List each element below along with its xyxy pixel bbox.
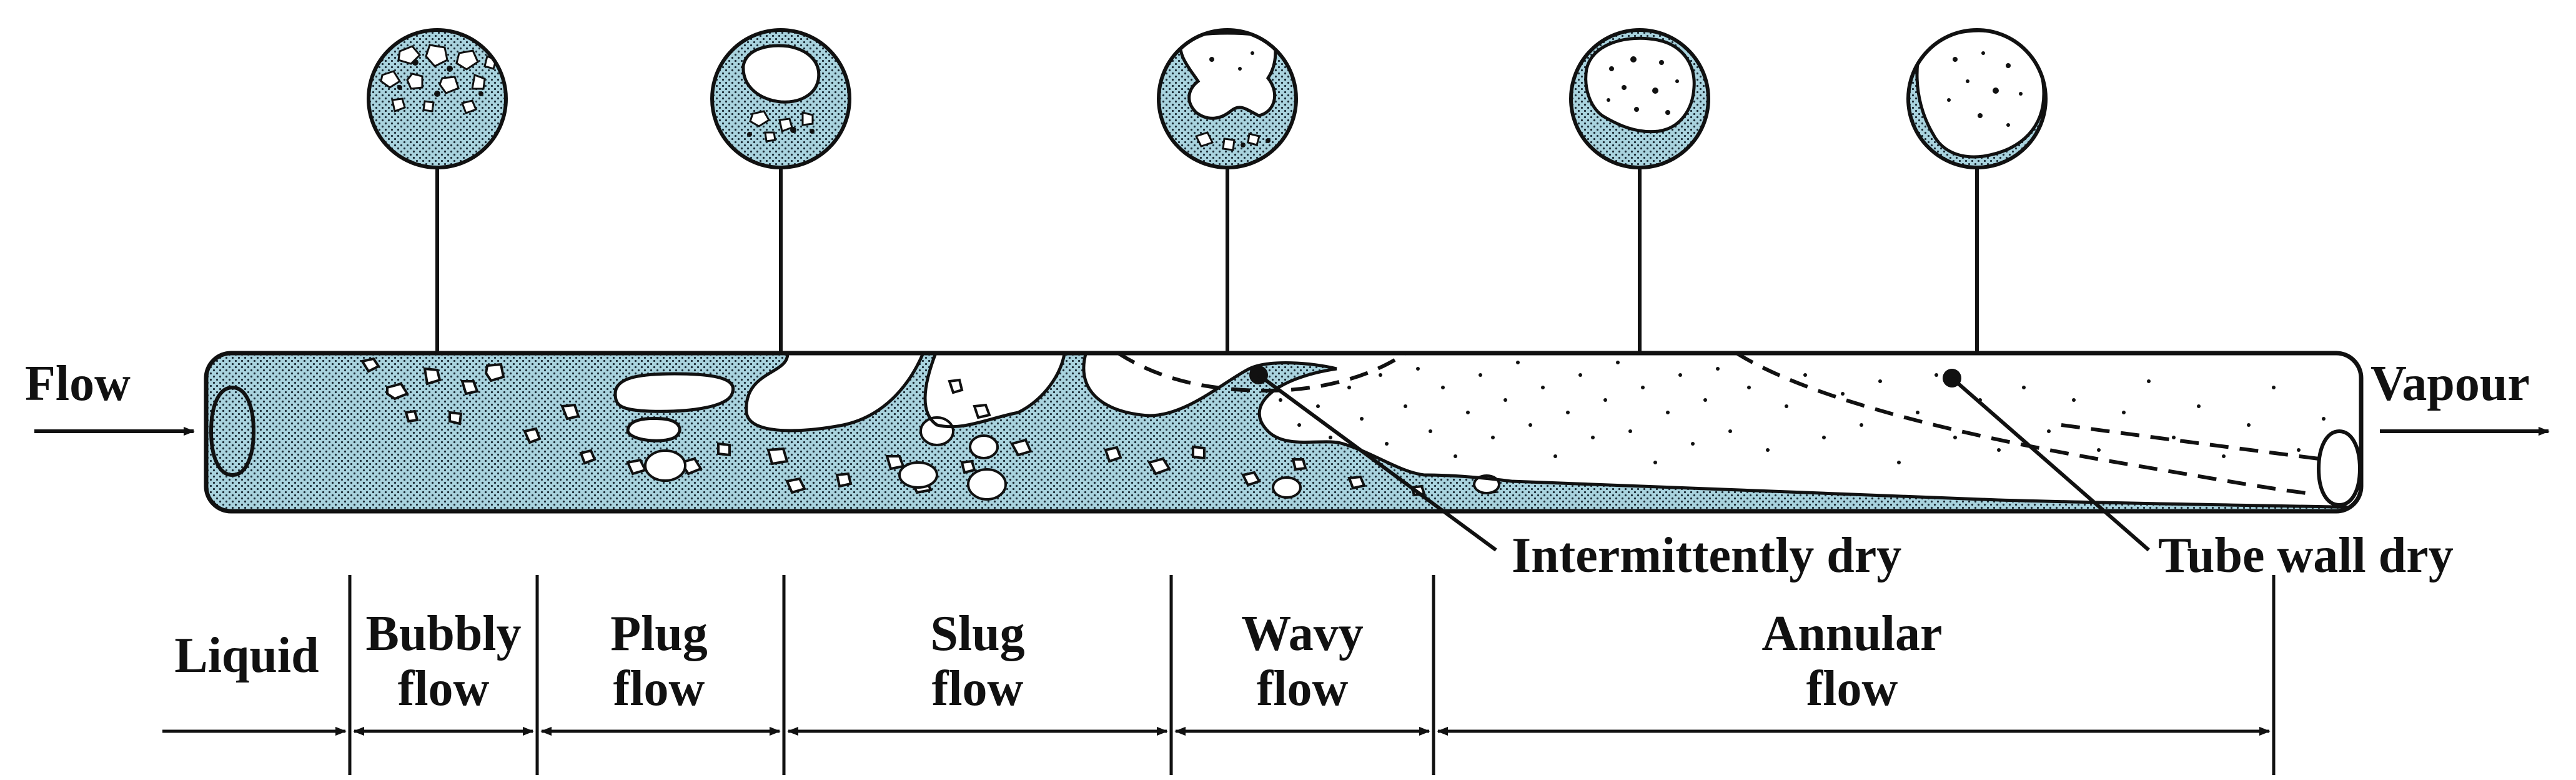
regime-plug-label-1: Plug [610, 606, 708, 661]
cross-section-wavy [1569, 28, 1710, 169]
vapour-label: Vapour [2370, 356, 2530, 411]
regime-wavy-label-2: flow [1257, 661, 1349, 716]
cross-section-stems [435, 168, 1979, 353]
callout-tube-wall-dry [1943, 369, 2150, 552]
regime-plug-label-2: flow [613, 661, 705, 716]
cross-section-annular [1906, 28, 2048, 169]
flow-label: Flow [25, 356, 131, 411]
regime-labels: Liquid Bubbly flow Plug flow Slug flow W… [174, 606, 1942, 716]
droplets [1279, 361, 2338, 477]
tube [204, 351, 2364, 514]
regime-wavy-label-1: Wavy [1241, 606, 1364, 661]
intermittently-dry-label: Intermittently dry [1512, 528, 1901, 583]
regime-annular-label-2: flow [1806, 661, 1898, 716]
regime-liquid-label: Liquid [174, 628, 319, 683]
regime-slug-label-2: flow [932, 661, 1024, 716]
tube-wall-dry-label: Tube wall dry [2158, 528, 2454, 583]
regime-annular-label-1: Annular [1762, 606, 1943, 661]
regime-bubbly-label-1: Bubbly [365, 606, 521, 661]
large-bubbles [613, 372, 735, 442]
regime-bubbly-label-2: flow [398, 661, 490, 716]
cross-section-bubbly [367, 28, 508, 169]
cross-section-slug [1157, 28, 1298, 169]
cross-section-plug [710, 28, 851, 169]
regime-slug-label-1: Slug [930, 606, 1024, 661]
callout-intermittently-dry [1249, 366, 1497, 552]
regime-dividers [348, 575, 2276, 775]
